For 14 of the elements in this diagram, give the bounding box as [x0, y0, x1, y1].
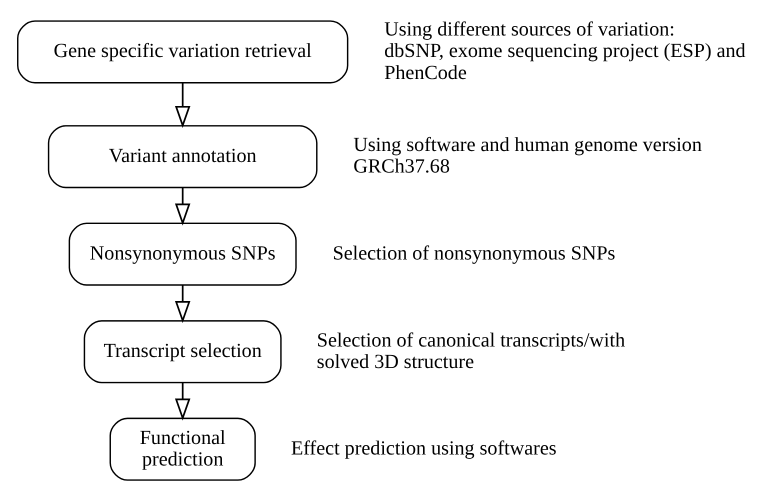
node-box: Nonsynonymous SNPs [68, 222, 297, 286]
node-label: Using software and human genome version GRCh37.68 [353, 134, 702, 178]
arrow [174, 285, 190, 324]
node-label: Using different sources of variation: dbSNP, exome sequencing project (ESP) and PhenCode [384, 18, 746, 84]
node-label: Selection of canonical transcripts/with solved 3D structure [316, 329, 626, 373]
arrow [174, 382, 190, 421]
node-box: Gene specific variation retrieval [17, 20, 348, 84]
node-box: Variant annotation [48, 125, 318, 188]
node-label: Effect prediction using softwares [290, 438, 557, 460]
arrow [174, 82, 190, 128]
node-box: Transcript selection [84, 320, 282, 384]
node-label: Selection of nonsynonymous SNPs [332, 242, 616, 264]
arrow [174, 188, 190, 226]
node-box: Functional prediction [110, 418, 256, 481]
